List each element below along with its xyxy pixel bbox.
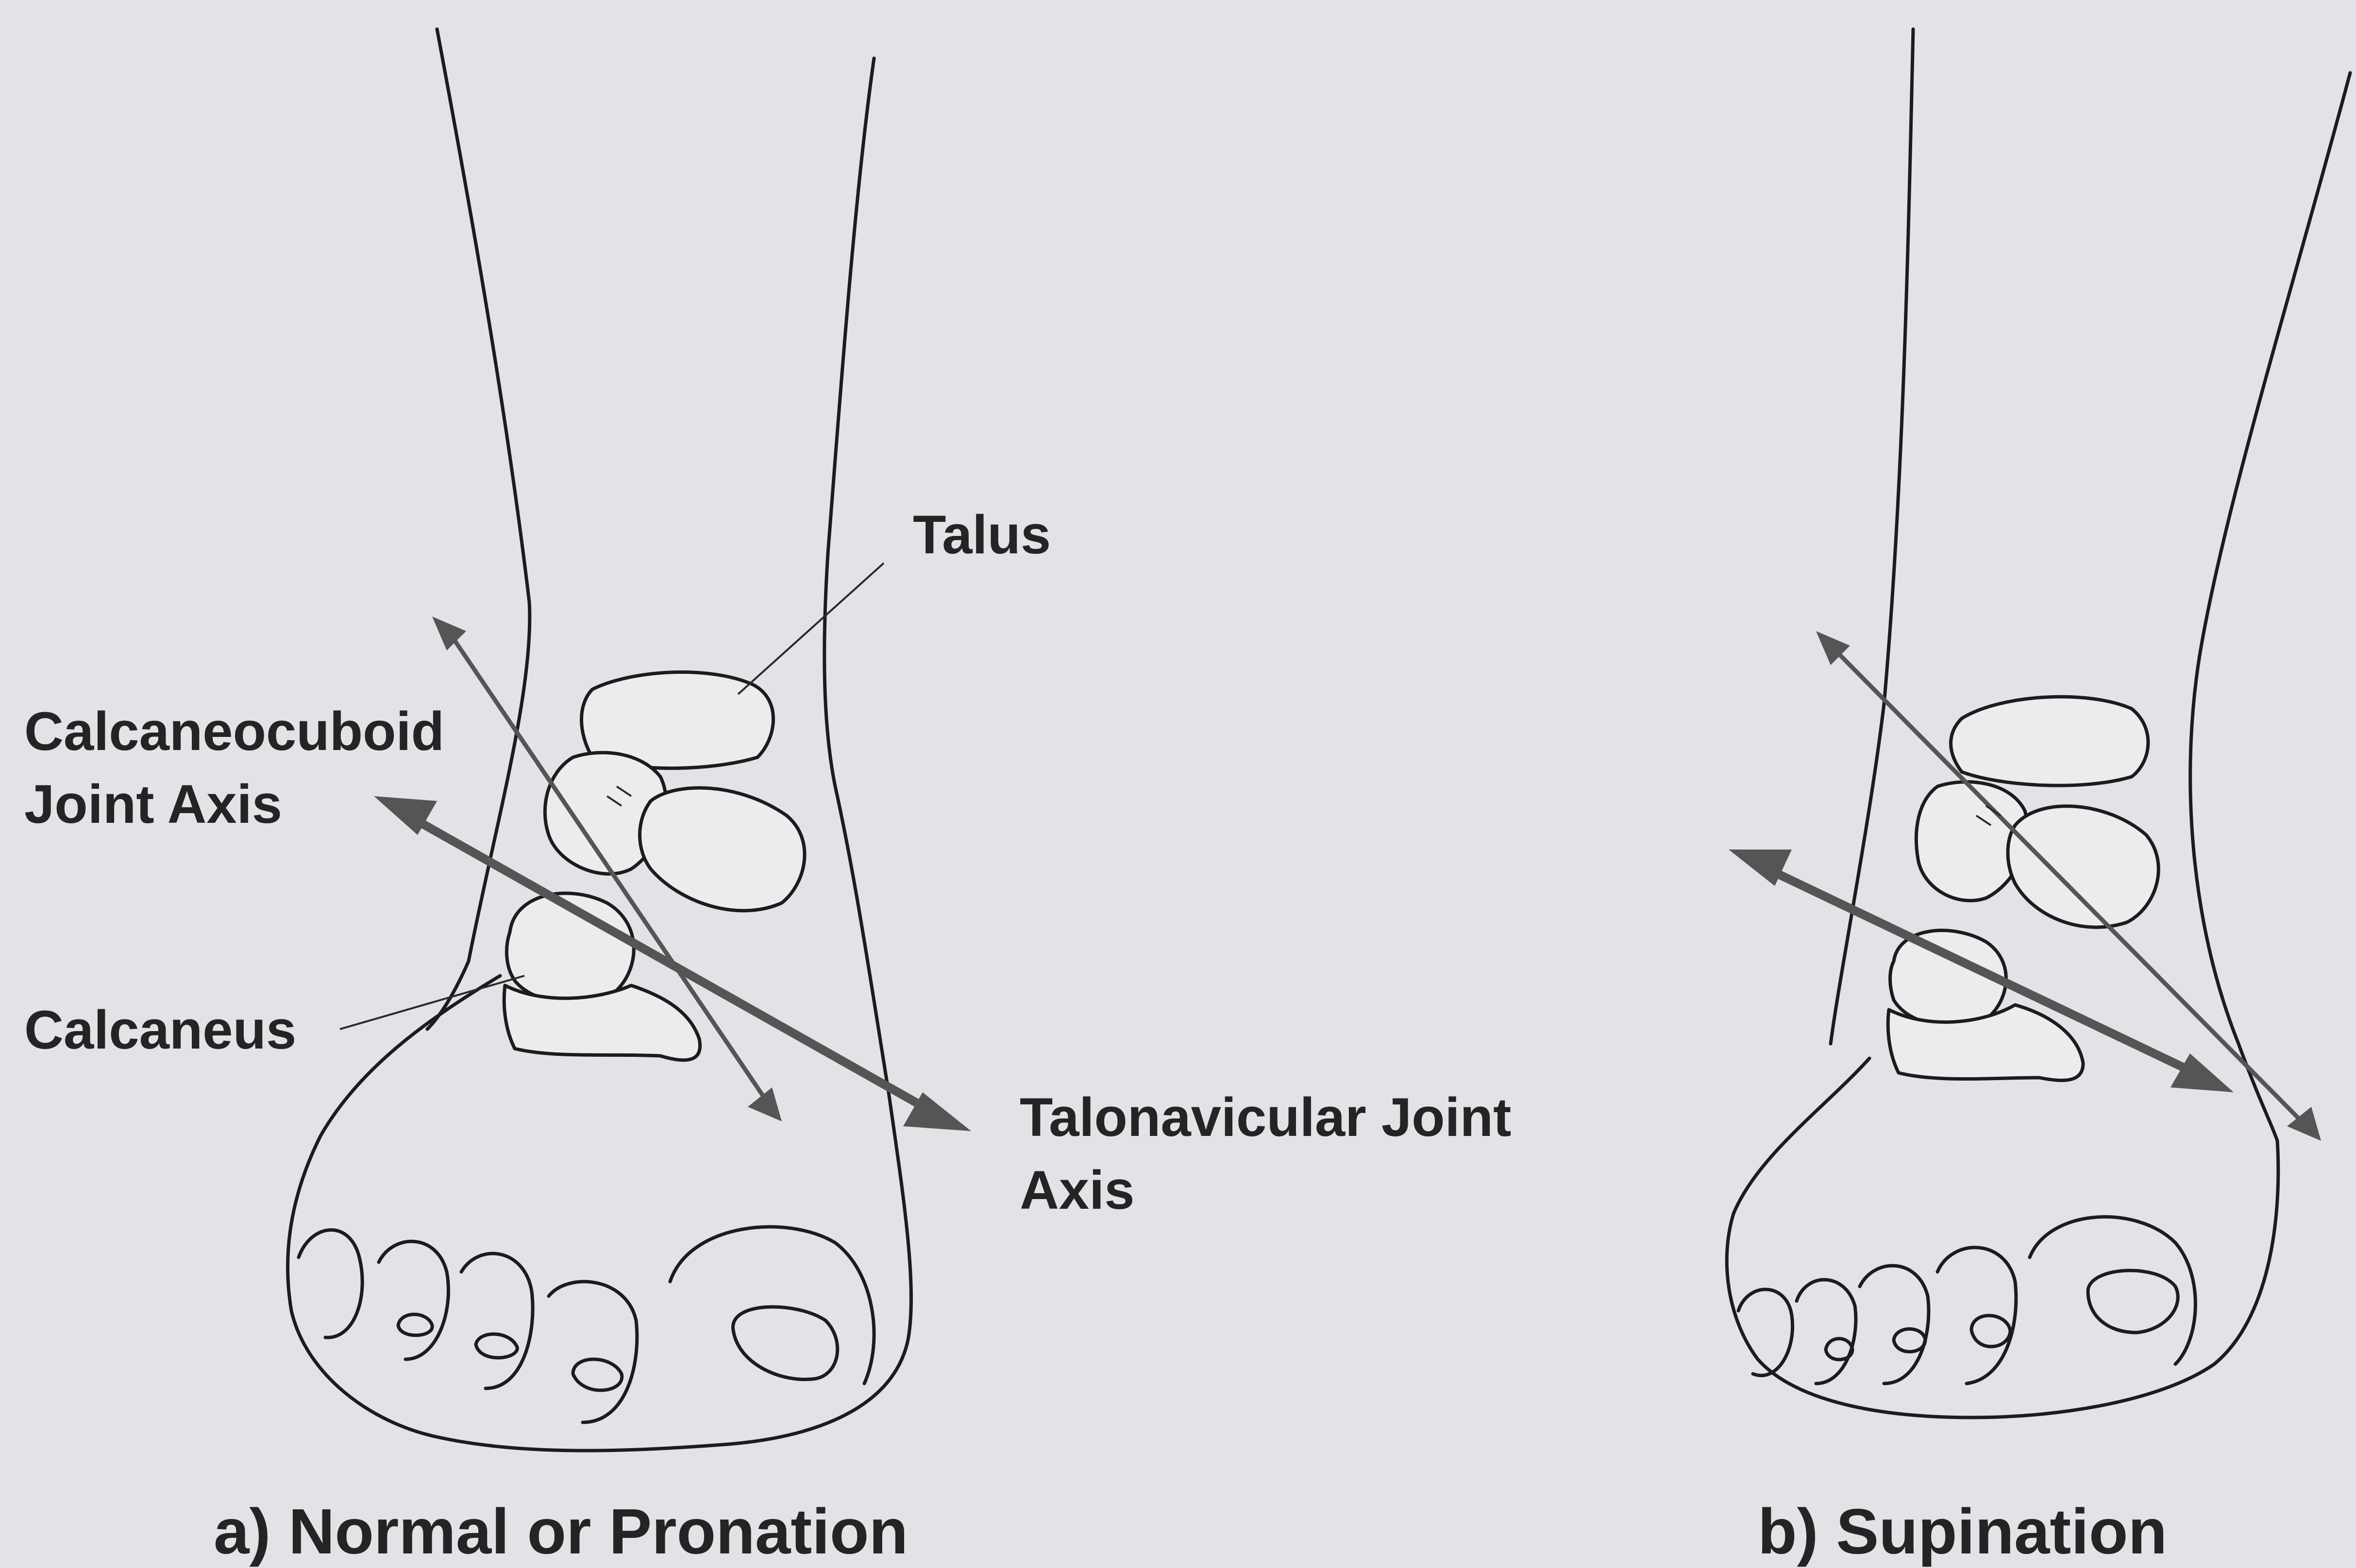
left-toenail-1 [733, 1307, 837, 1379]
right-toenail-4 [1826, 1339, 1852, 1360]
left-toenail-2 [573, 1359, 622, 1390]
right-toenail-2 [1971, 1316, 2010, 1347]
left-talar-head-bone [640, 788, 805, 911]
right-talus-bone [1951, 697, 2148, 785]
calcaneus-label: Calcaneus [24, 1000, 296, 1060]
left-toe-5 [299, 1230, 362, 1338]
right-foot-outline [1727, 1058, 2278, 1418]
left-toenail-3 [476, 1334, 517, 1358]
right-leg-lateral-outline [1831, 29, 1913, 1044]
left-leg-medial-outline [825, 58, 889, 1092]
left-toe-1 [670, 1227, 874, 1384]
caption-left: a) Normal or Pronation [214, 1496, 908, 1567]
left-toe-4 [379, 1241, 448, 1359]
right-toe-3 [1860, 1266, 1929, 1384]
left-toenail-4 [398, 1315, 432, 1335]
left-cuboid-bone [504, 985, 700, 1060]
panel-supination [1727, 29, 2350, 1418]
right-toe-1 [2030, 1217, 2195, 1364]
right-toenail-3 [1894, 1329, 1925, 1352]
right-toe-4 [1797, 1280, 1856, 1384]
caption-right: b) Supination [1758, 1496, 2167, 1567]
right-talar-head-bone [2008, 806, 2158, 927]
left-toe-3 [461, 1253, 533, 1388]
right-toe-2 [1937, 1248, 2016, 1384]
right-toe-5 [1738, 1289, 1793, 1375]
calcaneocuboid-label-line-2: Joint Axis [24, 774, 282, 834]
talonavicular-label-line-1: Talonavicular Joint [1020, 1087, 1511, 1148]
calcaneocuboid-label-line-1: Calcaneocuboid [24, 701, 444, 762]
talonavicular-label-line-2: Axis [1020, 1160, 1135, 1220]
right-toenail-1 [2088, 1270, 2178, 1333]
talus-label: Talus [913, 504, 1051, 565]
right-calcaneocuboid-axis-arrowhead-lower [2171, 1053, 2234, 1092]
left-talonavicular-axis-arrowhead-lower [748, 1087, 782, 1121]
right-leg-medial-outline [2190, 73, 2350, 1141]
left-toe-2 [549, 1282, 637, 1422]
left-talus-leader [738, 563, 884, 694]
left-talonavicular-axis-arrowhead-upper [432, 617, 466, 651]
